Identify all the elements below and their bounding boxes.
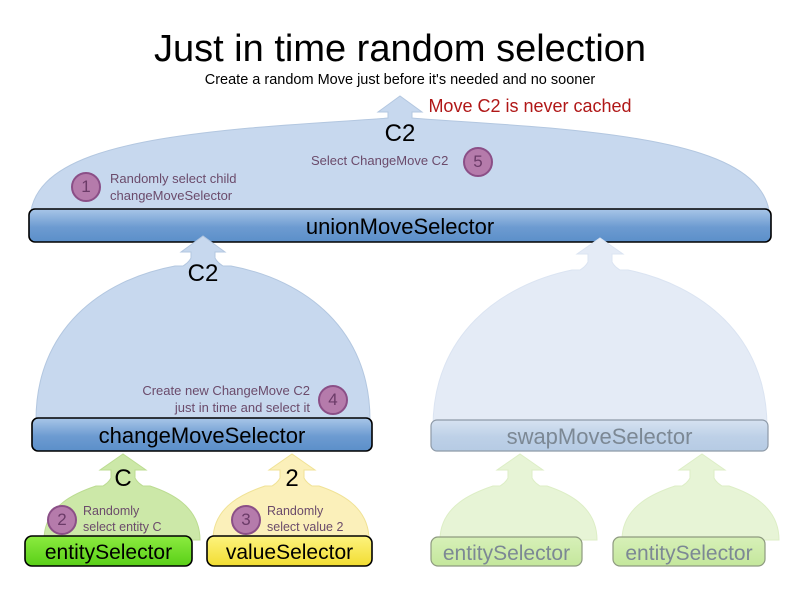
- node-label-entity-selector: entitySelector: [44, 541, 173, 564]
- step-text-1: Randomly select child changeMoveSelector: [110, 171, 237, 203]
- node-label-swap-move-selector: swapMoveSelector: [506, 424, 693, 449]
- step-text-3: Randomly select value 2: [267, 504, 344, 534]
- move-label-entity: C: [114, 465, 132, 492]
- node-label-value-selector: valueSelector: [225, 541, 354, 564]
- step-badge-5: 5: [463, 147, 493, 177]
- move-label-change: C2: [187, 260, 219, 287]
- step-badge-3: 3: [231, 505, 261, 535]
- move-label-value: 2: [285, 465, 299, 492]
- step-text-5: Select ChangeMove C2: [311, 153, 449, 168]
- node-label-union-move-selector: unionMoveSelector: [305, 214, 495, 239]
- node-entity-selector-right-1[interactable]: [430, 536, 583, 567]
- step-badge-2: 2: [47, 505, 77, 535]
- warning-note: Move C2 is never cached: [428, 96, 632, 116]
- node-entity-selector-right-2[interactable]: [612, 536, 766, 567]
- node-value-selector[interactable]: [206, 535, 373, 567]
- page-title: Just in time random selection: [153, 28, 647, 70]
- node-change-move-selector[interactable]: [31, 417, 373, 452]
- node-swap-move-selector[interactable]: [430, 419, 769, 452]
- node-label-entity-selector-right-1: entitySelector: [442, 542, 571, 565]
- node-union-move-selector[interactable]: [28, 208, 772, 243]
- arrow-change-to-union: [35, 235, 371, 421]
- page-subtitle: Create a random Move just before it's ne…: [204, 72, 596, 88]
- move-label-top: C2: [384, 120, 416, 147]
- step-badge-1: 1: [71, 172, 101, 202]
- arrow-entity-right-1-to-swap: [439, 453, 598, 541]
- step-text-4: Create new ChangeMove C2 just in time an…: [142, 383, 310, 415]
- arrow-swap-to-union: [432, 237, 768, 428]
- arrow-union-to-parent: [29, 95, 771, 222]
- arrow-entity-right-2-to-swap: [621, 453, 780, 541]
- arrow-entity-to-change: [43, 453, 201, 541]
- node-label-entity-selector-right-2: entitySelector: [625, 542, 753, 565]
- step-text-2: Randomly select entity C: [83, 504, 162, 534]
- step-badge-4: 4: [318, 385, 348, 415]
- node-entity-selector[interactable]: [24, 535, 193, 567]
- node-label-change-move-selector: changeMoveSelector: [98, 423, 306, 448]
